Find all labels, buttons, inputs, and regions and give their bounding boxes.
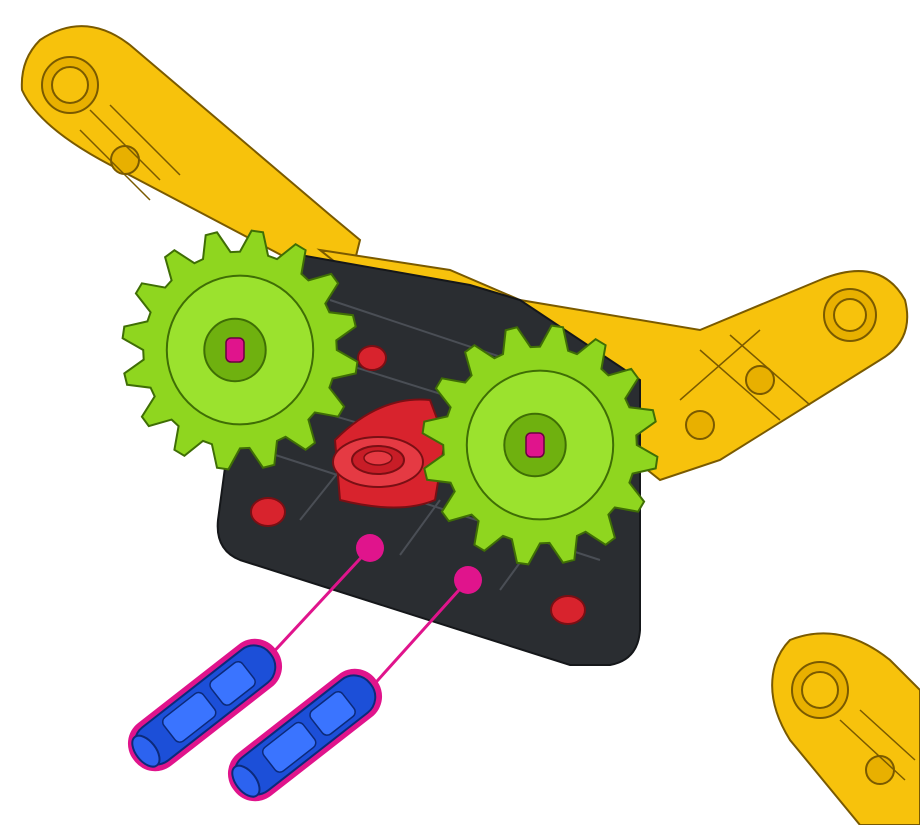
red-peg bbox=[551, 596, 585, 624]
axle-pin bbox=[226, 338, 244, 362]
axle-pin bbox=[526, 433, 544, 457]
insertion-point bbox=[356, 534, 384, 562]
insertion-point bbox=[454, 566, 482, 594]
red-peg bbox=[251, 498, 285, 526]
red-peg bbox=[358, 346, 386, 370]
yellow-beam-left bbox=[22, 26, 360, 280]
yellow-beam-bottom-right bbox=[772, 633, 920, 825]
